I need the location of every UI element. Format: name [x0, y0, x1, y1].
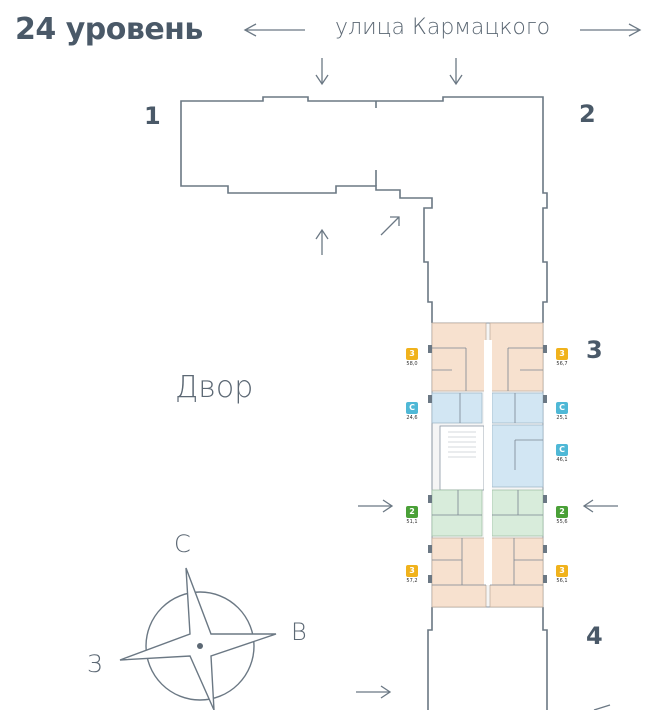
section-3-plan — [428, 322, 547, 608]
apartment-area: 25,1 — [556, 415, 568, 421]
apartment-badge[interactable]: 3 — [406, 348, 418, 360]
section-label-4: 4 — [586, 622, 603, 650]
apartment-area: 55,6 — [556, 519, 568, 525]
stair-core — [439, 425, 485, 491]
section-label-3: 3 — [586, 336, 603, 364]
apartment-unit[interactable] — [431, 489, 483, 537]
apartment-unit[interactable] — [431, 537, 487, 608]
section-label-1: 1 — [144, 102, 161, 130]
apartment-badge[interactable]: 3 — [406, 565, 418, 577]
compass-rose-icon — [119, 567, 277, 710]
apartment-area: 46,1 — [556, 457, 568, 463]
apartment-area: 56,7 — [556, 361, 568, 367]
compass-west-label: З — [87, 650, 103, 678]
apartment-unit[interactable] — [491, 392, 544, 424]
apartment-unit[interactable] — [431, 322, 487, 392]
apartment-area: 57,2 — [406, 578, 418, 584]
apartment-unit[interactable] — [489, 537, 544, 608]
apartment-badge[interactable]: С — [556, 444, 568, 456]
apartment-area: 58,0 — [406, 361, 418, 367]
building-outline — [180, 96, 548, 710]
apartment-unit[interactable] — [491, 424, 544, 488]
compass-east-label: В — [291, 618, 307, 646]
compass-north-label: С — [174, 530, 191, 558]
street-label: улица Кармацкого — [335, 15, 551, 40]
section-label-2: 2 — [579, 100, 596, 128]
level-title: 24 уровень — [15, 12, 203, 47]
apartment-unit[interactable] — [489, 322, 544, 392]
apartment-unit[interactable] — [431, 392, 483, 424]
apartment-badge[interactable]: С — [406, 402, 418, 414]
apartment-area: 51,1 — [406, 519, 418, 525]
apartment-badge[interactable]: 2 — [406, 506, 418, 518]
courtyard-label: Двор — [175, 370, 254, 405]
apartment-unit[interactable] — [491, 489, 544, 537]
apartment-badge[interactable]: 3 — [556, 348, 568, 360]
street-arrows — [243, 23, 642, 710]
apartment-area: 24,6 — [406, 415, 418, 421]
apartment-badge[interactable]: 2 — [556, 506, 568, 518]
apartment-area: 56,1 — [556, 578, 568, 584]
apartment-badge[interactable]: 3 — [556, 565, 568, 577]
apartment-badge[interactable]: С — [556, 402, 568, 414]
